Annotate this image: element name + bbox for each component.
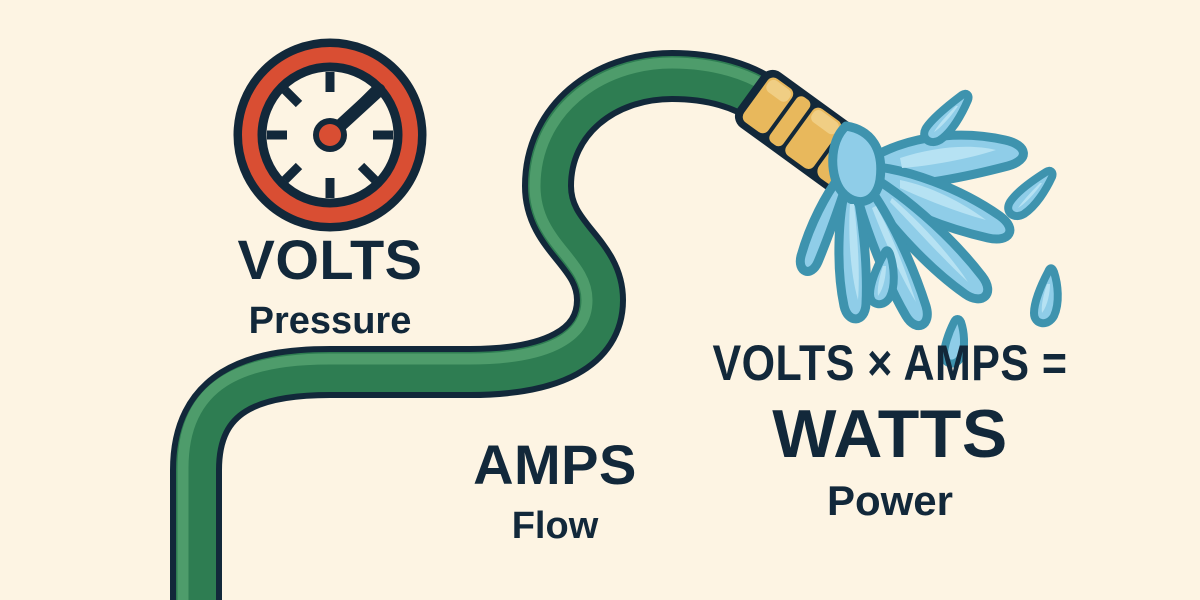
volts-label-block: VOLTS Pressure — [120, 228, 540, 342]
gauge-tick — [281, 162, 303, 184]
pressure-gauge-icon — [233, 38, 427, 232]
gauge-tick — [281, 86, 303, 108]
nozzle-highlight — [811, 110, 839, 135]
water-highlight — [849, 204, 859, 300]
water-jet — [795, 171, 853, 276]
water-highlights — [849, 146, 996, 302]
amps-subtitle: Flow — [511, 505, 599, 547]
amps-label-block: AMPS Flow — [340, 433, 770, 547]
garden-hose-icon — [170, 50, 792, 600]
gauge-tick — [357, 162, 379, 184]
gauge-hub-inner — [319, 124, 341, 146]
amps-title: AMPS — [473, 433, 637, 496]
droplet-highlight — [1018, 183, 1042, 208]
gauge-red-ring — [242, 47, 418, 223]
water-highlight — [900, 146, 996, 168]
water-spray-icon — [795, 89, 1062, 368]
droplet-highlight — [934, 106, 958, 132]
volts-subtitle: Pressure — [248, 300, 412, 342]
volts-title: VOLTS — [237, 228, 423, 291]
watts-subtitle: Power — [826, 477, 954, 524]
watts-equation: VOLTS × AMPS = — [712, 335, 1068, 391]
water-highlight — [900, 180, 986, 220]
hose-body — [176, 56, 786, 600]
water-base — [828, 121, 886, 206]
droplet-highlight — [877, 266, 886, 296]
water-highlight — [890, 198, 968, 282]
watts-title: WATTS — [772, 396, 1008, 472]
nozzle-segment — [769, 96, 811, 147]
nozzle-highlight — [766, 79, 791, 102]
water-droplet — [939, 315, 968, 368]
watts-label-block: VOLTS × AMPS = WATTS Power — [640, 338, 1140, 522]
hose-highlight — [177, 57, 779, 600]
droplet-highlight — [1041, 284, 1050, 313]
droplet-highlights — [877, 106, 1050, 313]
